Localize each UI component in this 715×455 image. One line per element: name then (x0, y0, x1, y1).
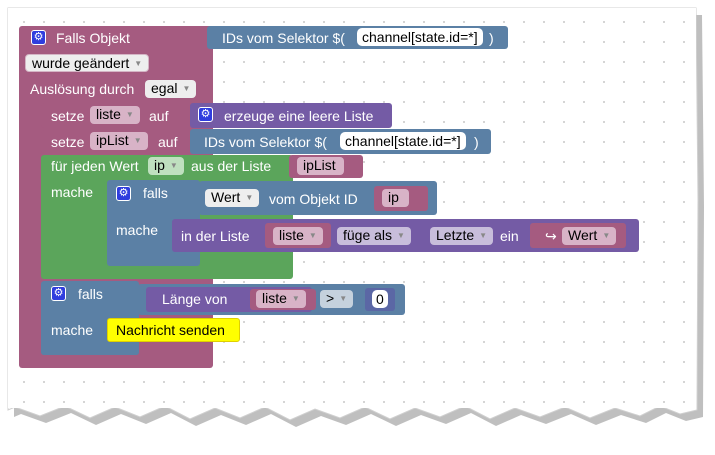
number-input[interactable]: 0 (372, 290, 388, 308)
dropdown-arrow-icon: ▼ (134, 59, 143, 68)
if2-label: falls (78, 286, 103, 302)
selector-input-2[interactable]: channel[state.id=*] (340, 132, 466, 150)
return-arrow-icon: ↪ (545, 228, 557, 244)
dropdown-arrow-icon: ▼ (169, 161, 178, 170)
create-list-label: erzeuge eine leere Liste (224, 108, 374, 124)
gear-icon[interactable]: ⚙ (198, 107, 213, 122)
trigger-block-bottom-bar (19, 354, 213, 368)
insert-mode-dropdown[interactable]: füge als▼ (337, 227, 411, 245)
changed-dropdown[interactable]: wurde geändert▼ (25, 54, 150, 72)
dropdown-arrow-icon: ▼ (479, 231, 488, 240)
ip-variable-dropdown[interactable]: ip▼ (148, 157, 184, 175)
selector-input-1[interactable]: channel[state.id=*] (357, 28, 483, 46)
list-insert-label: in der Liste (181, 228, 250, 244)
foreach-do: mache (51, 184, 94, 200)
gear-icon[interactable]: ⚙ (51, 286, 66, 301)
dropdown-arrow-icon: ▼ (397, 231, 405, 240)
dropdown-arrow-icon: ▼ (133, 136, 142, 145)
trigger-title: Falls Objekt (56, 30, 130, 46)
get-value-label: vom Objekt ID (269, 191, 358, 207)
dropdown-arrow-icon: ▼ (182, 84, 191, 93)
set-iplist-on: auf (158, 134, 178, 150)
dropdown-arrow-icon: ▼ (125, 110, 134, 119)
selector-label-1: IDs vom Selektor $( (222, 30, 345, 46)
trigger-label: Auslösung durch (30, 81, 135, 97)
selector-close-2: ) (474, 134, 479, 150)
dropdown-arrow-icon: ▼ (245, 193, 254, 202)
iplist-getter-dropdown[interactable]: ipList (297, 157, 344, 175)
list-insert-in: ein (500, 228, 519, 244)
send-message-label: Nachricht senden (116, 322, 225, 338)
iplist-variable-dropdown[interactable]: ipList▼ (90, 132, 148, 150)
if2-do: mache (51, 322, 94, 338)
wert-attribute-dropdown[interactable]: Wert▼ (205, 189, 260, 207)
dropdown-arrow-icon: ▼ (602, 231, 611, 240)
create-list-block[interactable] (190, 103, 392, 128)
send-message-block[interactable] (107, 318, 240, 342)
liste-variable-dropdown[interactable]: liste▼ (90, 106, 140, 124)
if1-do: mache (116, 222, 159, 238)
selector-close-1: ) (489, 30, 494, 46)
set-iplist-label: setze (51, 134, 85, 150)
trigger-dropdown[interactable]: egal▼ (145, 80, 197, 98)
gear-icon[interactable]: ⚙ (31, 30, 46, 45)
operator-dropdown[interactable]: >▼ (320, 290, 354, 308)
selector-label-2: IDs vom Selektor $( (204, 134, 327, 150)
gear-icon[interactable]: ⚙ (116, 186, 131, 201)
foreach-label: für jeden Wert (51, 158, 139, 174)
if1-label: falls (143, 185, 168, 201)
wert-getter-dropdown[interactable]: Wert▼ (562, 227, 617, 245)
if2-bottom-bar (41, 343, 139, 355)
dropdown-arrow-icon: ▼ (308, 231, 317, 240)
liste-getter-dropdown[interactable]: liste▼ (273, 227, 323, 245)
length-label: Länge von (162, 291, 228, 307)
position-dropdown[interactable]: Letzte▼ (430, 227, 494, 245)
dropdown-arrow-icon: ▼ (339, 294, 348, 303)
liste-length-dropdown[interactable]: liste▼ (256, 290, 306, 308)
ip-getter-dropdown[interactable]: ip (382, 189, 409, 207)
set-liste-on: auf (149, 108, 169, 124)
foreach-from: aus der Liste (191, 158, 272, 174)
set-liste-label: setze (51, 108, 85, 124)
dropdown-arrow-icon: ▼ (291, 294, 300, 303)
